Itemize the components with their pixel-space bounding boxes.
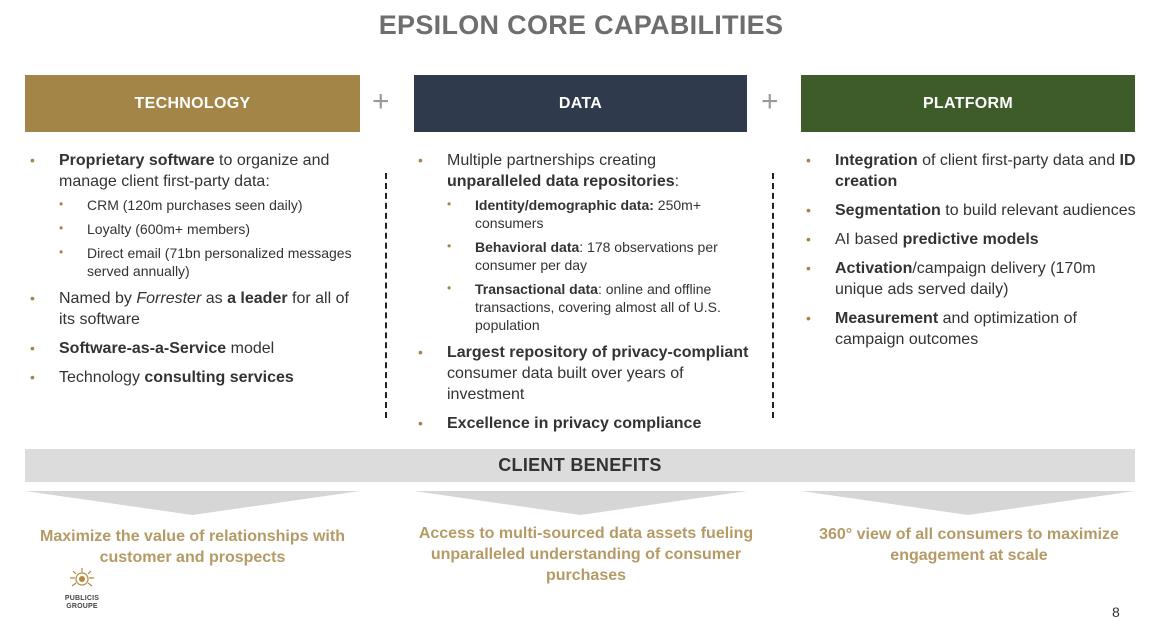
plus-icon: + bbox=[372, 85, 390, 118]
sub-list-item: Transactional data: online and offline t… bbox=[447, 279, 752, 334]
benefit-data: Access to multi-sourced data assets fuel… bbox=[418, 525, 754, 584]
list-item: Multiple partnerships creating unparalle… bbox=[418, 150, 752, 334]
list-item: Segmentation to build relevant audiences bbox=[806, 200, 1140, 221]
list-item: AI based predictive models bbox=[806, 229, 1140, 250]
sub-list-item: Direct email (71bn personalized messages… bbox=[59, 243, 360, 280]
list-item: Measurement and optimization of campaign… bbox=[806, 308, 1140, 350]
column-divider bbox=[385, 173, 387, 418]
sub-list-item: Identity/demographic data: 250m+ consume… bbox=[447, 195, 752, 232]
list-item: Technology consulting services bbox=[30, 367, 360, 388]
lion-logo-icon bbox=[70, 568, 94, 587]
plus-icon: + bbox=[761, 85, 779, 118]
header-platform: PLATFORM bbox=[801, 75, 1135, 132]
list-item: Excellence in privacy compliance bbox=[418, 413, 752, 434]
list-item: Activation/campaign delivery (170m uniqu… bbox=[806, 258, 1140, 300]
chevron-down-icon bbox=[414, 491, 747, 515]
list-item: Integration of client first-party data a… bbox=[806, 150, 1140, 192]
sub-list-item: CRM (120m purchases seen daily) bbox=[59, 195, 360, 214]
page-title: EPSILON CORE CAPABILITIES bbox=[378, 10, 784, 40]
benefit-technology: Maximize the value of relationships with… bbox=[40, 528, 345, 566]
page-number: 8 bbox=[1112, 604, 1120, 620]
list-item: Named by Forrester as a leader for all o… bbox=[30, 288, 360, 330]
list-item: Software-as-a-Service model bbox=[30, 338, 360, 359]
header-technology: TECHNOLOGY bbox=[25, 75, 360, 132]
header-data: DATA bbox=[414, 75, 747, 132]
column-divider bbox=[772, 173, 774, 418]
chevron-down-icon bbox=[801, 491, 1135, 515]
sub-list-item: Loyalty (600m+ members) bbox=[59, 219, 360, 238]
publicis-logo: PUBLICIS GROUPE bbox=[58, 566, 106, 611]
list-item: Proprietary software to organize and man… bbox=[30, 150, 360, 280]
platform-column: Integration of client first-party data a… bbox=[806, 150, 1140, 358]
list-item: Largest repository of privacy-compliant … bbox=[418, 342, 752, 405]
sub-list-item: Behavioral data: 178 observations per co… bbox=[447, 237, 752, 274]
client-benefits-bar: CLIENT BENEFITS bbox=[25, 449, 1135, 482]
benefit-platform: 360° view of all consumers to maximize e… bbox=[819, 526, 1119, 564]
technology-column: Proprietary software to organize and man… bbox=[30, 150, 360, 396]
data-column: Multiple partnerships creating unparalle… bbox=[418, 150, 752, 442]
chevron-down-icon bbox=[25, 491, 360, 515]
